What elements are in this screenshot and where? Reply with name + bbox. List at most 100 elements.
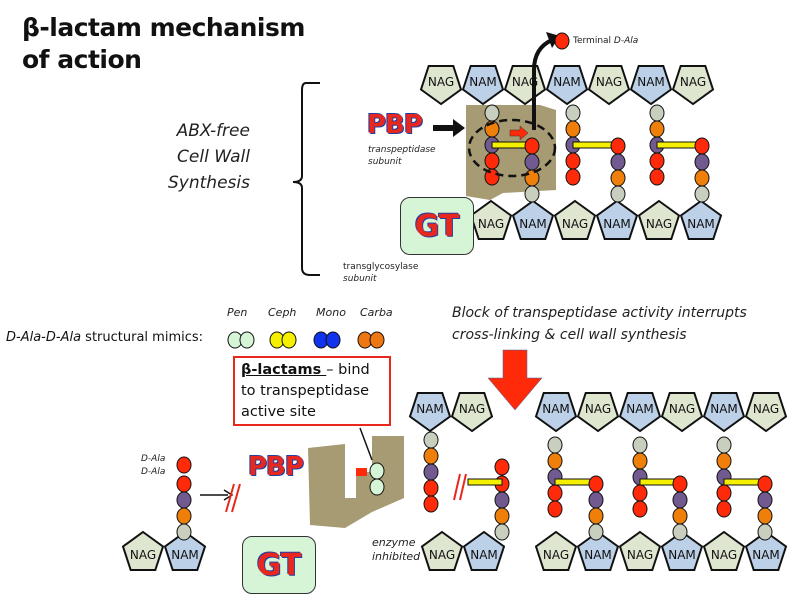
- terminal-dala-ball: [554, 32, 570, 50]
- gt-sub-1: transglycosylase: [343, 262, 419, 272]
- block-arrowhead-icon: [223, 489, 234, 501]
- mimic-pen-ball-2: [239, 331, 255, 349]
- amino-acid: [176, 523, 192, 541]
- amino-acid: [610, 169, 626, 187]
- amino-acid: [524, 137, 540, 155]
- nam-sugar: [511, 199, 555, 240]
- nam-sugar: [679, 199, 723, 240]
- amino-acid: [757, 475, 773, 493]
- nag-sugar: [671, 65, 715, 106]
- title-line-1: β-lactam mechanism: [22, 13, 305, 42]
- amino-acid: [484, 104, 500, 122]
- nag-sugar: [121, 530, 165, 571]
- nag-label: NAG: [680, 75, 706, 89]
- amino-acid: [672, 507, 688, 525]
- nam-sugar: [534, 392, 578, 433]
- bound-betalactam-1: [369, 462, 385, 480]
- cut-slash-1: [453, 473, 461, 501]
- nag-sugar: [660, 392, 704, 433]
- nag-label: NAG: [585, 402, 611, 416]
- amino-acid: [610, 185, 626, 203]
- nag-label: NAG: [669, 402, 695, 416]
- nam-sugar: [462, 530, 506, 571]
- active-site-circle: [467, 118, 557, 178]
- amino-acid: [494, 458, 510, 476]
- block-slash-2: [231, 483, 241, 513]
- amino-acid: [632, 500, 648, 518]
- dala-1: D-Ala: [141, 454, 166, 464]
- bound-active-site: [356, 468, 367, 476]
- amino-acid: [565, 152, 581, 170]
- nag-sugar: [420, 530, 464, 571]
- block-line-2: cross-linking & cell wall synthesis: [452, 327, 687, 343]
- amino-acid: [547, 484, 563, 502]
- amino-acid: [565, 120, 581, 138]
- amino-acid: [423, 463, 439, 481]
- curly-bracket: [292, 82, 320, 276]
- pbp-pointer-arrow-icon: [433, 119, 465, 137]
- pbp-sublabel-top: transpeptidase subunit: [368, 144, 436, 168]
- nag-label: NAG: [646, 217, 672, 231]
- amino-acid: [716, 452, 732, 470]
- callout-bold: β-lactams: [241, 362, 327, 378]
- nag-sugar: [450, 392, 494, 433]
- amino-acid: [694, 153, 710, 171]
- enzyme-inhibited-label: enzyme inhibited: [372, 536, 420, 564]
- nam-label: NAM: [687, 217, 715, 231]
- nag-sugar: [534, 530, 578, 571]
- nam-label: NAM: [637, 75, 665, 89]
- amino-acid: [649, 104, 665, 122]
- abx-line-2: Cell Wall: [177, 147, 250, 167]
- nam-label: NAM: [603, 217, 631, 231]
- amino-acid: [494, 523, 510, 541]
- mimic-carba-ball-2: [369, 331, 385, 349]
- callout-rest: – bind to transpeptidase active site: [241, 362, 370, 420]
- amino-acid: [694, 137, 710, 155]
- terminal-dala: D-Ala: [613, 36, 639, 46]
- nag-label: NAG: [478, 217, 504, 231]
- amino-acid: [423, 431, 439, 449]
- terminal-dala-label: Terminal D-Ala: [573, 36, 638, 46]
- amino-acid: [176, 507, 192, 525]
- amino-acid: [588, 523, 604, 541]
- amino-acid: [176, 491, 192, 509]
- amino-acid: [694, 185, 710, 203]
- amino-acid: [423, 447, 439, 465]
- nam-label: NAM: [416, 402, 444, 416]
- amino-acid: [494, 507, 510, 525]
- cut-slash-2: [459, 473, 467, 501]
- amino-acid: [632, 436, 648, 454]
- nag-label: NAG: [512, 75, 538, 89]
- nam-label: NAM: [171, 548, 199, 562]
- nag-label: NAG: [753, 402, 779, 416]
- nam-sugar: [702, 392, 746, 433]
- nam-label: NAM: [626, 402, 654, 416]
- nam-sugar: [744, 530, 788, 571]
- amino-acid: [484, 152, 500, 170]
- amino-acid: [672, 475, 688, 493]
- nag-label: NAG: [429, 548, 455, 562]
- amino-acid: [423, 495, 439, 513]
- amino-acid: [672, 491, 688, 509]
- amino-acid: [649, 152, 665, 170]
- nag-label: NAG: [543, 548, 569, 562]
- amino-acid: [632, 484, 648, 502]
- nam-label: NAM: [752, 548, 780, 562]
- dala-2: D-Ala: [141, 467, 166, 477]
- nag-sugar: [744, 392, 788, 433]
- peptide-bridge: [467, 478, 503, 486]
- gt-sub-2: subunit: [343, 274, 377, 284]
- pbp-enzyme-shape-inhibited: [308, 436, 404, 528]
- amino-acid: [176, 475, 192, 493]
- amino-acid: [610, 137, 626, 155]
- amino-acid: [672, 523, 688, 541]
- mimic-label-carba: Carba: [360, 306, 393, 319]
- enz-1: enzyme: [372, 536, 416, 549]
- amino-acid: [547, 452, 563, 470]
- nag-label: NAG: [627, 548, 653, 562]
- gt-label-bottom: GT: [256, 547, 302, 583]
- amino-acid: [524, 153, 540, 171]
- amino-acid: [176, 456, 192, 474]
- amino-acid: [610, 153, 626, 171]
- mimic-mono-ball-2: [325, 331, 341, 349]
